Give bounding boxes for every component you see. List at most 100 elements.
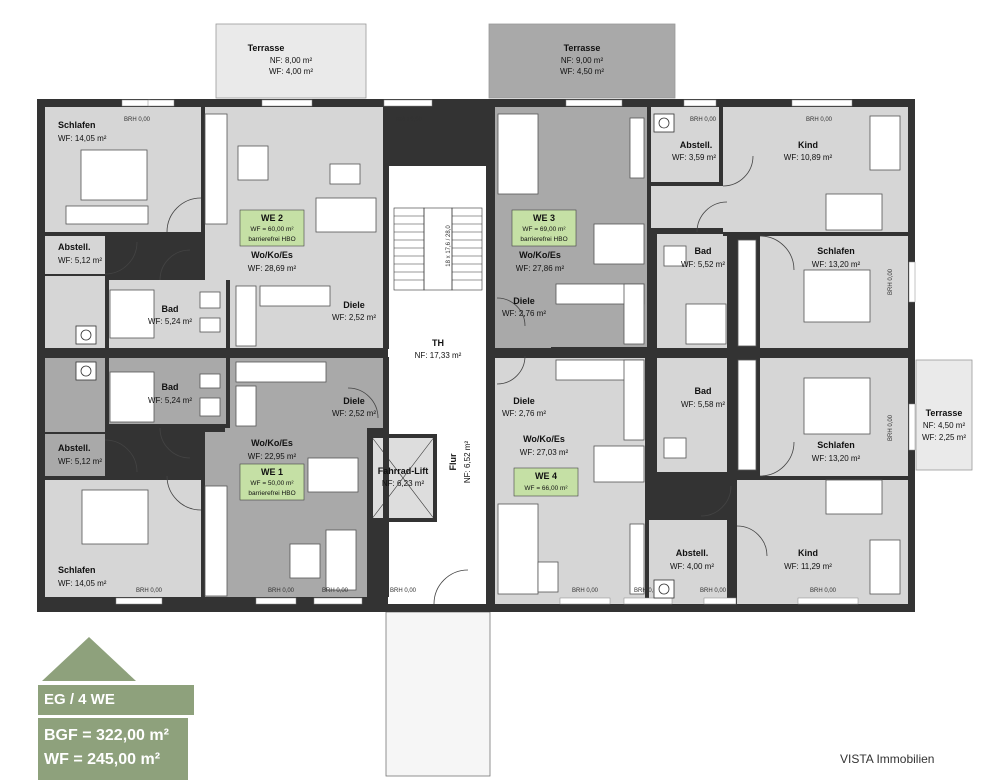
we4-abstell-name: Abstell. <box>676 548 709 558</box>
we3-wokoes-name: Wo/Ko/Es <box>519 250 561 260</box>
flur-nf: NF: 6,52 m² <box>463 441 472 484</box>
we3-kind-wf: WF: 10,89 m² <box>784 153 833 162</box>
terrasse-a-wf: WF: 4,00 m² <box>269 67 313 76</box>
unit-badge-we2: WE 2 WF = 60,00 m² barrierefrei HBO <box>239 209 305 247</box>
we1-wokoes-name: Wo/Ko/Es <box>251 438 293 448</box>
brh-label: BRH 0,00 <box>806 117 833 123</box>
we1-schlafen-name: Schlafen <box>58 565 96 575</box>
we4-kind-wf: WF: 11,29 m² <box>784 562 832 571</box>
brh-label: BRH 0,00 <box>268 588 295 594</box>
terrasse-b-name: Terrasse <box>564 43 601 53</box>
we2-title: WE 2 <box>261 213 283 223</box>
we2-note: barrierefrei HBO <box>248 236 295 243</box>
we1-wf: WF = 50,00 m² <box>250 480 294 487</box>
unit-badge-we1: WE 1 WF = 50,00 m² barrierefrei HBO <box>239 463 305 501</box>
we2-abstell-wf: WF: 5,12 m² <box>58 256 102 265</box>
we1-bad-wf: WF: 5,24 m² <box>148 396 192 405</box>
terrasse-c-wf: WF: 2,25 m² <box>922 433 966 442</box>
brand-watermark: VISTA Immobilien <box>840 752 935 766</box>
we3-bad-wf: WF: 5,52 m² <box>681 260 725 269</box>
we1-title: WE 1 <box>261 467 283 477</box>
brh-label: BRH 0,00 <box>888 414 894 441</box>
terrasse-b-wf: WF: 4,50 m² <box>560 67 604 76</box>
th-nf: NF: 17,33 m² <box>415 351 462 360</box>
we1-diele-name: Diele <box>343 396 365 406</box>
we2-bad-wf: WF: 5,24 m² <box>148 317 192 326</box>
brh-label: BRH 0,00 <box>396 117 423 123</box>
unit-badge-we4: WE 4 WF = 66,00 m² <box>513 467 579 497</box>
stair-label: 18 x 17,6 / 28,0 <box>446 225 452 267</box>
wf-value: WF = 245,00 m² <box>44 751 161 768</box>
terrasse-b-nf: NF: 9,00 m² <box>561 56 604 65</box>
we1-wokoes-wf: WF: 22,95 m² <box>248 452 297 461</box>
we3-kind-name: Kind <box>798 140 818 150</box>
bgf-value: BGF = 322,00 m² <box>44 727 169 744</box>
we4-wokoes-name: Wo/Ko/Es <box>523 434 565 444</box>
we1-abstell-name: Abstell. <box>58 443 91 453</box>
we4-schlafen-wf: WF: 13,20 m² <box>812 454 861 463</box>
terrasse-a-nf: NF: 8,00 m² <box>270 56 313 65</box>
terrasse-we3 <box>488 23 676 99</box>
brh-label: BRH 0,00 <box>700 588 727 594</box>
we2-schlafen-wf: WF: 14,05 m² <box>58 134 107 143</box>
unit-badge-we3: WE 3 WF = 69,00 m² barrierefrei HBO <box>511 209 577 247</box>
area-legend: EG / 4 WE BGF = 322,00 m² WF = 245,00 m² <box>38 637 194 780</box>
brh-label: BRH 0,00 <box>124 117 151 123</box>
room-we1-abstell <box>45 434 105 476</box>
stair-core <box>388 166 486 604</box>
we3-wokoes-wf: WF: 27,86 m² <box>516 264 565 273</box>
lift-name: Fahrrad-Lift <box>378 466 429 476</box>
brh-label: BRH 0,00 <box>634 588 661 594</box>
washing-machine-icon <box>653 579 675 599</box>
we4-schlafen-name: Schlafen <box>817 440 855 450</box>
we3-bad-name: Bad <box>694 246 711 256</box>
we4-bad-name: Bad <box>694 386 711 396</box>
we3-diele-wf: WF: 2,76 m² <box>502 309 546 318</box>
we4-diele-name: Diele <box>513 396 535 406</box>
we4-wf: WF = 66,00 m² <box>524 485 568 492</box>
we2-wokoes-wf: WF: 28,69 m² <box>248 264 297 273</box>
room-we2-wokoes <box>205 107 383 280</box>
floor-label: EG / 4 WE <box>38 685 194 715</box>
brh-label: BRH 0,00 <box>888 268 894 295</box>
entrance-path <box>385 611 491 777</box>
we3-diele-name: Diele <box>513 296 535 306</box>
we3-abstell-name: Abstell. <box>680 140 713 150</box>
lift-nf: NF: 6,23 m² <box>382 479 425 488</box>
brh-label: BRH 0,00 <box>390 588 417 594</box>
furniture <box>65 113 901 597</box>
we1-abstell-wf: WF: 5,12 m² <box>58 457 102 466</box>
terrasse-a-name: Terrasse <box>248 43 285 53</box>
we4-title: WE 4 <box>535 471 557 481</box>
we2-diele-wf: WF: 2,52 m² <box>332 313 376 322</box>
brh-label: BRH 0,00 <box>136 588 163 594</box>
we3-schlafen-name: Schlafen <box>817 246 855 256</box>
terrasse-c-nf: NF: 4,50 m² <box>923 421 966 430</box>
terrasse-c-name: Terrasse <box>926 408 963 418</box>
room-we2-abstell <box>45 236 105 274</box>
flur-name: Flur <box>448 453 458 470</box>
we2-bad-name: Bad <box>161 304 178 314</box>
we4-diele-wf: WF: 2,76 m² <box>502 409 546 418</box>
we2-diele-name: Diele <box>343 300 365 310</box>
we1-note: barrierefrei HBO <box>248 490 295 497</box>
washing-machine-icon <box>75 325 97 345</box>
brh-label: BRH 0,00 <box>690 117 717 123</box>
we1-schlafen-wf: WF: 14,05 m² <box>58 579 107 588</box>
we4-wokoes-wf: WF: 27,03 m² <box>520 448 569 457</box>
area-summary: BGF = 322,00 m² WF = 245,00 m² <box>38 718 188 780</box>
brh-label: BRH 0,00 <box>322 588 349 594</box>
stair <box>393 207 483 291</box>
windows <box>115 99 916 605</box>
we3-wf: WF = 69,00 m² <box>522 226 566 233</box>
we3-note: barrierefrei HBO <box>520 236 567 243</box>
we4-kind-name: Kind <box>798 548 818 558</box>
we2-schlafen-name: Schlafen <box>58 120 96 130</box>
terrasse-we2 <box>215 23 367 99</box>
we2-wf: WF = 60,00 m² <box>250 226 294 233</box>
we4-bad-wf: WF: 5,58 m² <box>681 400 725 409</box>
north-arrow-icon <box>42 637 136 681</box>
we2-abstell-name: Abstell. <box>58 242 91 252</box>
we4-abstell-wf: WF: 4,00 m² <box>670 562 714 571</box>
